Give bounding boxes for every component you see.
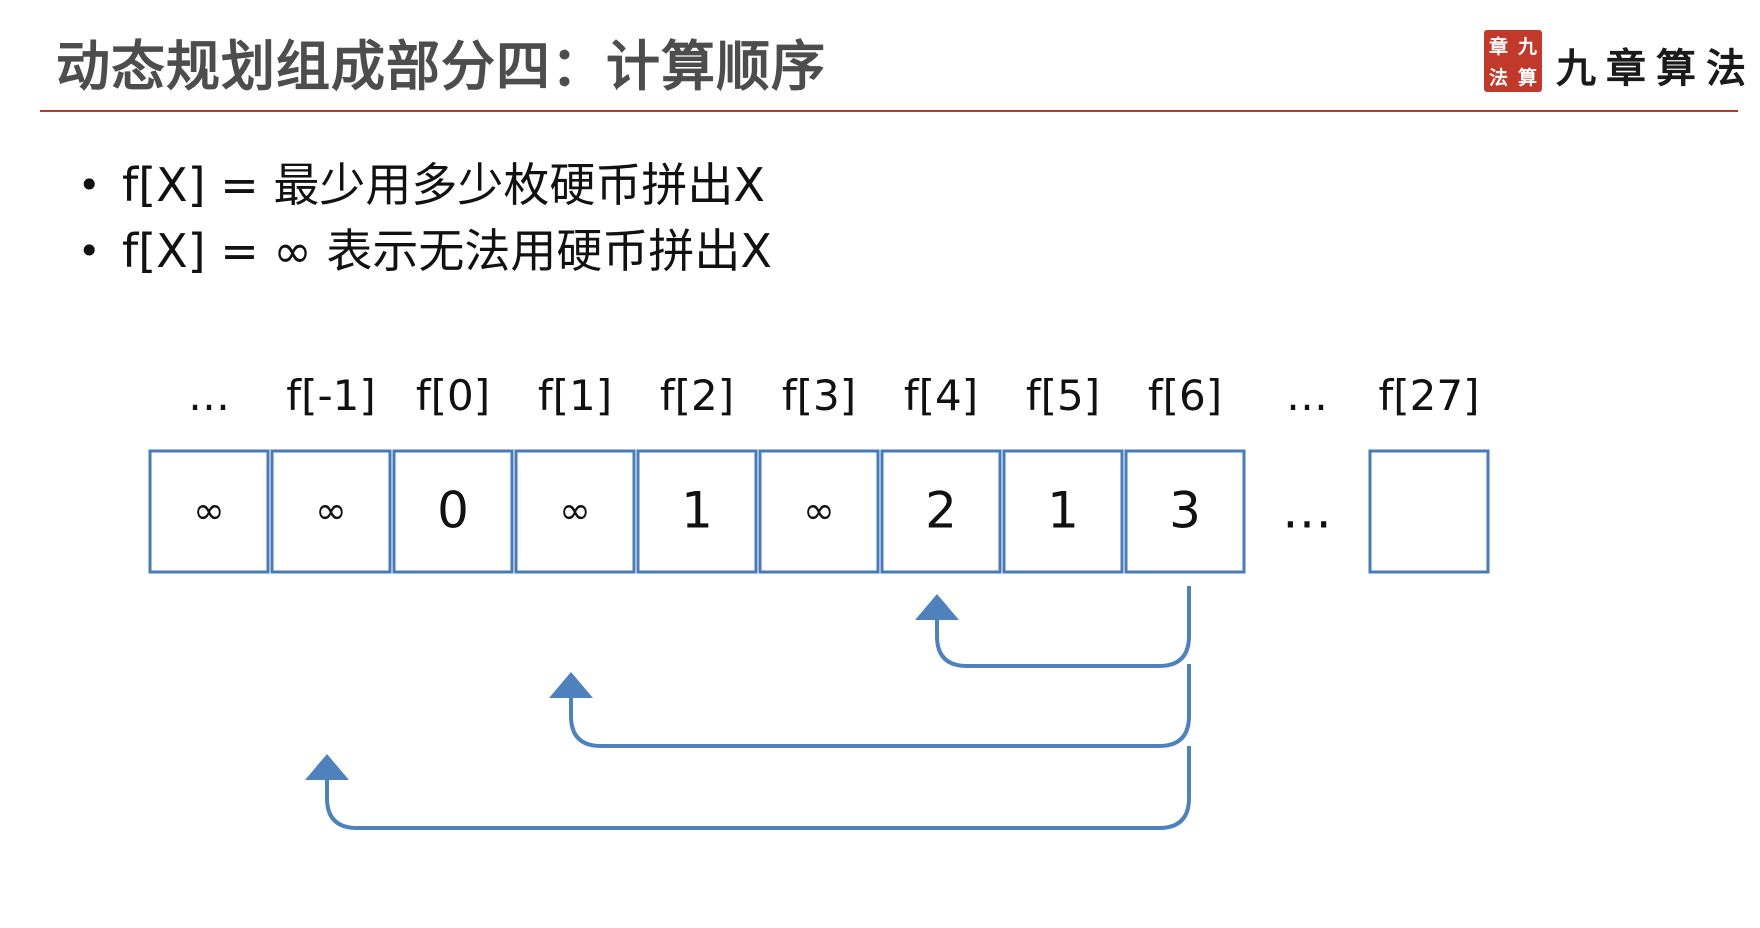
seal-icon: 章 九 法 算 [1484, 30, 1542, 92]
cell-value: ∞ [193, 489, 225, 533]
array-cell [880, 449, 1002, 574]
column-label: f[27] [1378, 371, 1479, 420]
column-label: … [1286, 371, 1328, 420]
column-label: f[4] [904, 371, 978, 420]
arrow-head-icon [915, 594, 959, 620]
column-label: f[-1] [286, 371, 375, 420]
column-label: f[6] [1148, 371, 1222, 420]
seal-char: 法 [1488, 67, 1508, 89]
cell-value: 1 [1047, 482, 1079, 540]
cell-value: ∞ [559, 489, 591, 533]
cell-value: 1 [681, 482, 713, 540]
bullet-item: f[X] = ∞ 表示无法用硬币拼出X [78, 218, 772, 284]
array-cell [1124, 449, 1246, 574]
cell-value: ∞ [803, 489, 835, 533]
arrow-line [935, 586, 1191, 668]
array-cell [636, 449, 758, 574]
arrow-head-icon [305, 754, 349, 780]
column-label: f[2] [660, 371, 734, 420]
cell-value: 3 [1169, 482, 1201, 540]
array-cell [148, 449, 270, 574]
arrow-line [325, 746, 1191, 830]
seal-char: 算 [1517, 67, 1537, 89]
column-label: … [188, 371, 230, 420]
column-label: f[5] [1026, 371, 1100, 420]
cell-value: ∞ [315, 489, 347, 533]
column-label: f[1] [538, 371, 612, 420]
array-cell [1368, 449, 1490, 574]
array-cell [514, 449, 636, 574]
array-cell [270, 449, 392, 574]
ellipsis-label: … [1282, 482, 1332, 540]
title-divider [40, 110, 1738, 112]
brand-logo: 章 九 法 算 九章算法 [1484, 30, 1746, 96]
array-cell [392, 449, 514, 574]
seal-char: 章 [1488, 36, 1508, 58]
cell-value: 0 [437, 482, 469, 540]
definition-list: f[X] = 最少用多少枚硬币拼出X f[X] = ∞ 表示无法用硬币拼出X [78, 152, 772, 284]
arrow-line [569, 664, 1191, 748]
bullet-item: f[X] = 最少用多少枚硬币拼出X [78, 152, 772, 218]
array-cell [1002, 449, 1124, 574]
page-title: 动态规划组成部分四：计算顺序 [56, 35, 826, 98]
brand-name: 九章算法 [1556, 45, 1756, 92]
seal-char: 九 [1517, 36, 1537, 58]
cell-value: 2 [925, 482, 957, 540]
column-label: f[0] [416, 371, 490, 420]
arrow-head-icon [549, 672, 593, 698]
column-label: f[3] [782, 371, 856, 420]
array-cell [758, 449, 880, 574]
